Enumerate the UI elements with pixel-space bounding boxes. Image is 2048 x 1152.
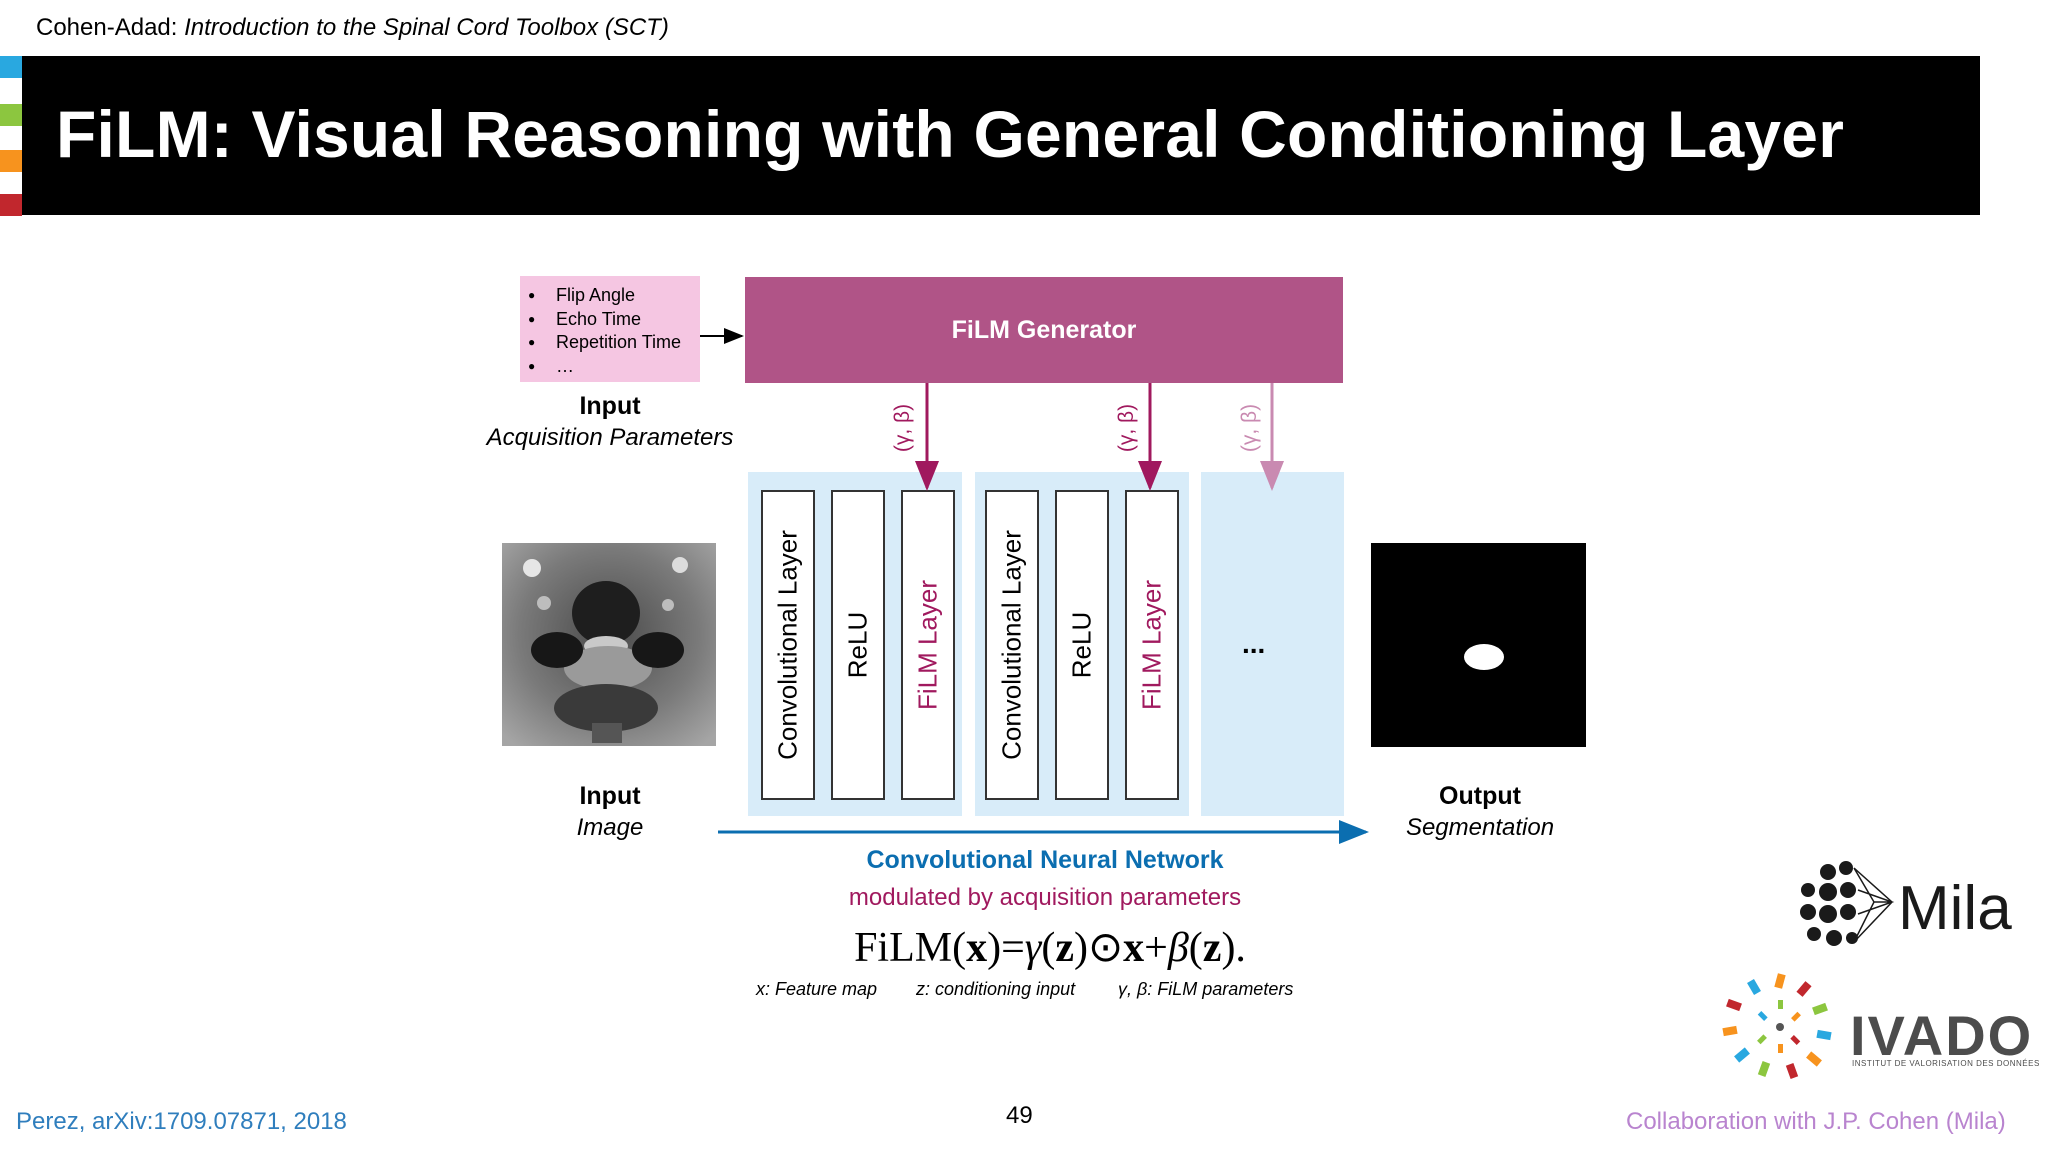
header-course: Introduction to the Spinal Cord Toolbox … [184,14,669,41]
ellipsis-label: ... [1242,628,1266,659]
gamma-beta-label-2: (γ, β) [1115,403,1138,453]
slide-title: FiLM: Visual Reasoning with General Cond… [56,97,1845,171]
relu-layer-2: ReLU [1055,490,1109,800]
output-label: Output [1439,782,1521,810]
film-generator-label: FiLM Generator [951,315,1137,344]
param-item: Repetition Time [520,331,700,355]
title-bar [22,56,1980,215]
accent-square-orange [0,150,22,172]
relu-layer-1: ReLU [831,490,885,800]
conv-layer-1: Convolutional Layer [761,490,815,800]
acquisition-params-box: Flip Angle Echo Time Repetition Time … [520,276,700,382]
input-mri-image [502,543,716,746]
accent-square-green [0,104,22,126]
accent-square-blue [0,56,22,78]
segmentation-mask [1464,644,1504,670]
input-params-label: Input [579,392,641,420]
accent-square-red [0,194,22,216]
film-generator-box: FiLM Generator [745,277,1343,383]
conv-layer-2: Convolutional Layer [985,490,1039,800]
film-formula: FiLM(x)=γ(z)⊙x+β(z). [854,925,1246,971]
footer-reference: Perez, arXiv:1709.07871, 2018 [16,1108,347,1135]
input-image-label: Input [579,782,641,810]
mila-logo-text: Mila [1898,874,2012,943]
ivado-logo-text: IVADO [1850,1004,2034,1067]
ivado-logo-subtext: INSTITUT DE VALORISATION DES DONNÉES [1852,1059,2040,1068]
param-item: … [520,355,700,379]
legend-gamma-beta: γ, β: FiLM parameters [1118,979,1294,999]
film-layer-1: FiLM Layer [901,490,955,800]
input-params-sublabel: Acquisition Parameters [486,424,734,451]
cnn-title: Convolutional Neural Network [866,846,1224,874]
gamma-beta-label-1: (γ, β) [891,403,914,453]
legend-x: x: Feature map [756,979,878,999]
gamma-beta-label-3: (γ, β) [1238,403,1261,453]
page-number: 49 [1006,1102,1033,1129]
header-reference: Cohen-Adad: Introduction to the Spinal C… [36,14,669,42]
header-author: Cohen-Adad: [36,14,178,41]
cnn-block-ellipsis [1201,472,1344,816]
film-layer-2: FiLM Layer [1125,490,1179,800]
legend-z: z: conditioning input [916,979,1076,999]
input-image-sublabel: Image [576,814,644,841]
param-item: Echo Time [520,308,700,332]
mila-logo-icon [1800,861,1895,946]
collaboration-note: Collaboration with J.P. Cohen (Mila) [1626,1108,2006,1135]
output-segmentation-image [1371,543,1586,747]
ivado-logo-icon [1722,973,1832,1079]
cnn-subtitle: modulated by acquisition parameters [848,884,1242,911]
param-item: Flip Angle [520,284,700,308]
output-sublabel: Segmentation [1405,814,1555,841]
